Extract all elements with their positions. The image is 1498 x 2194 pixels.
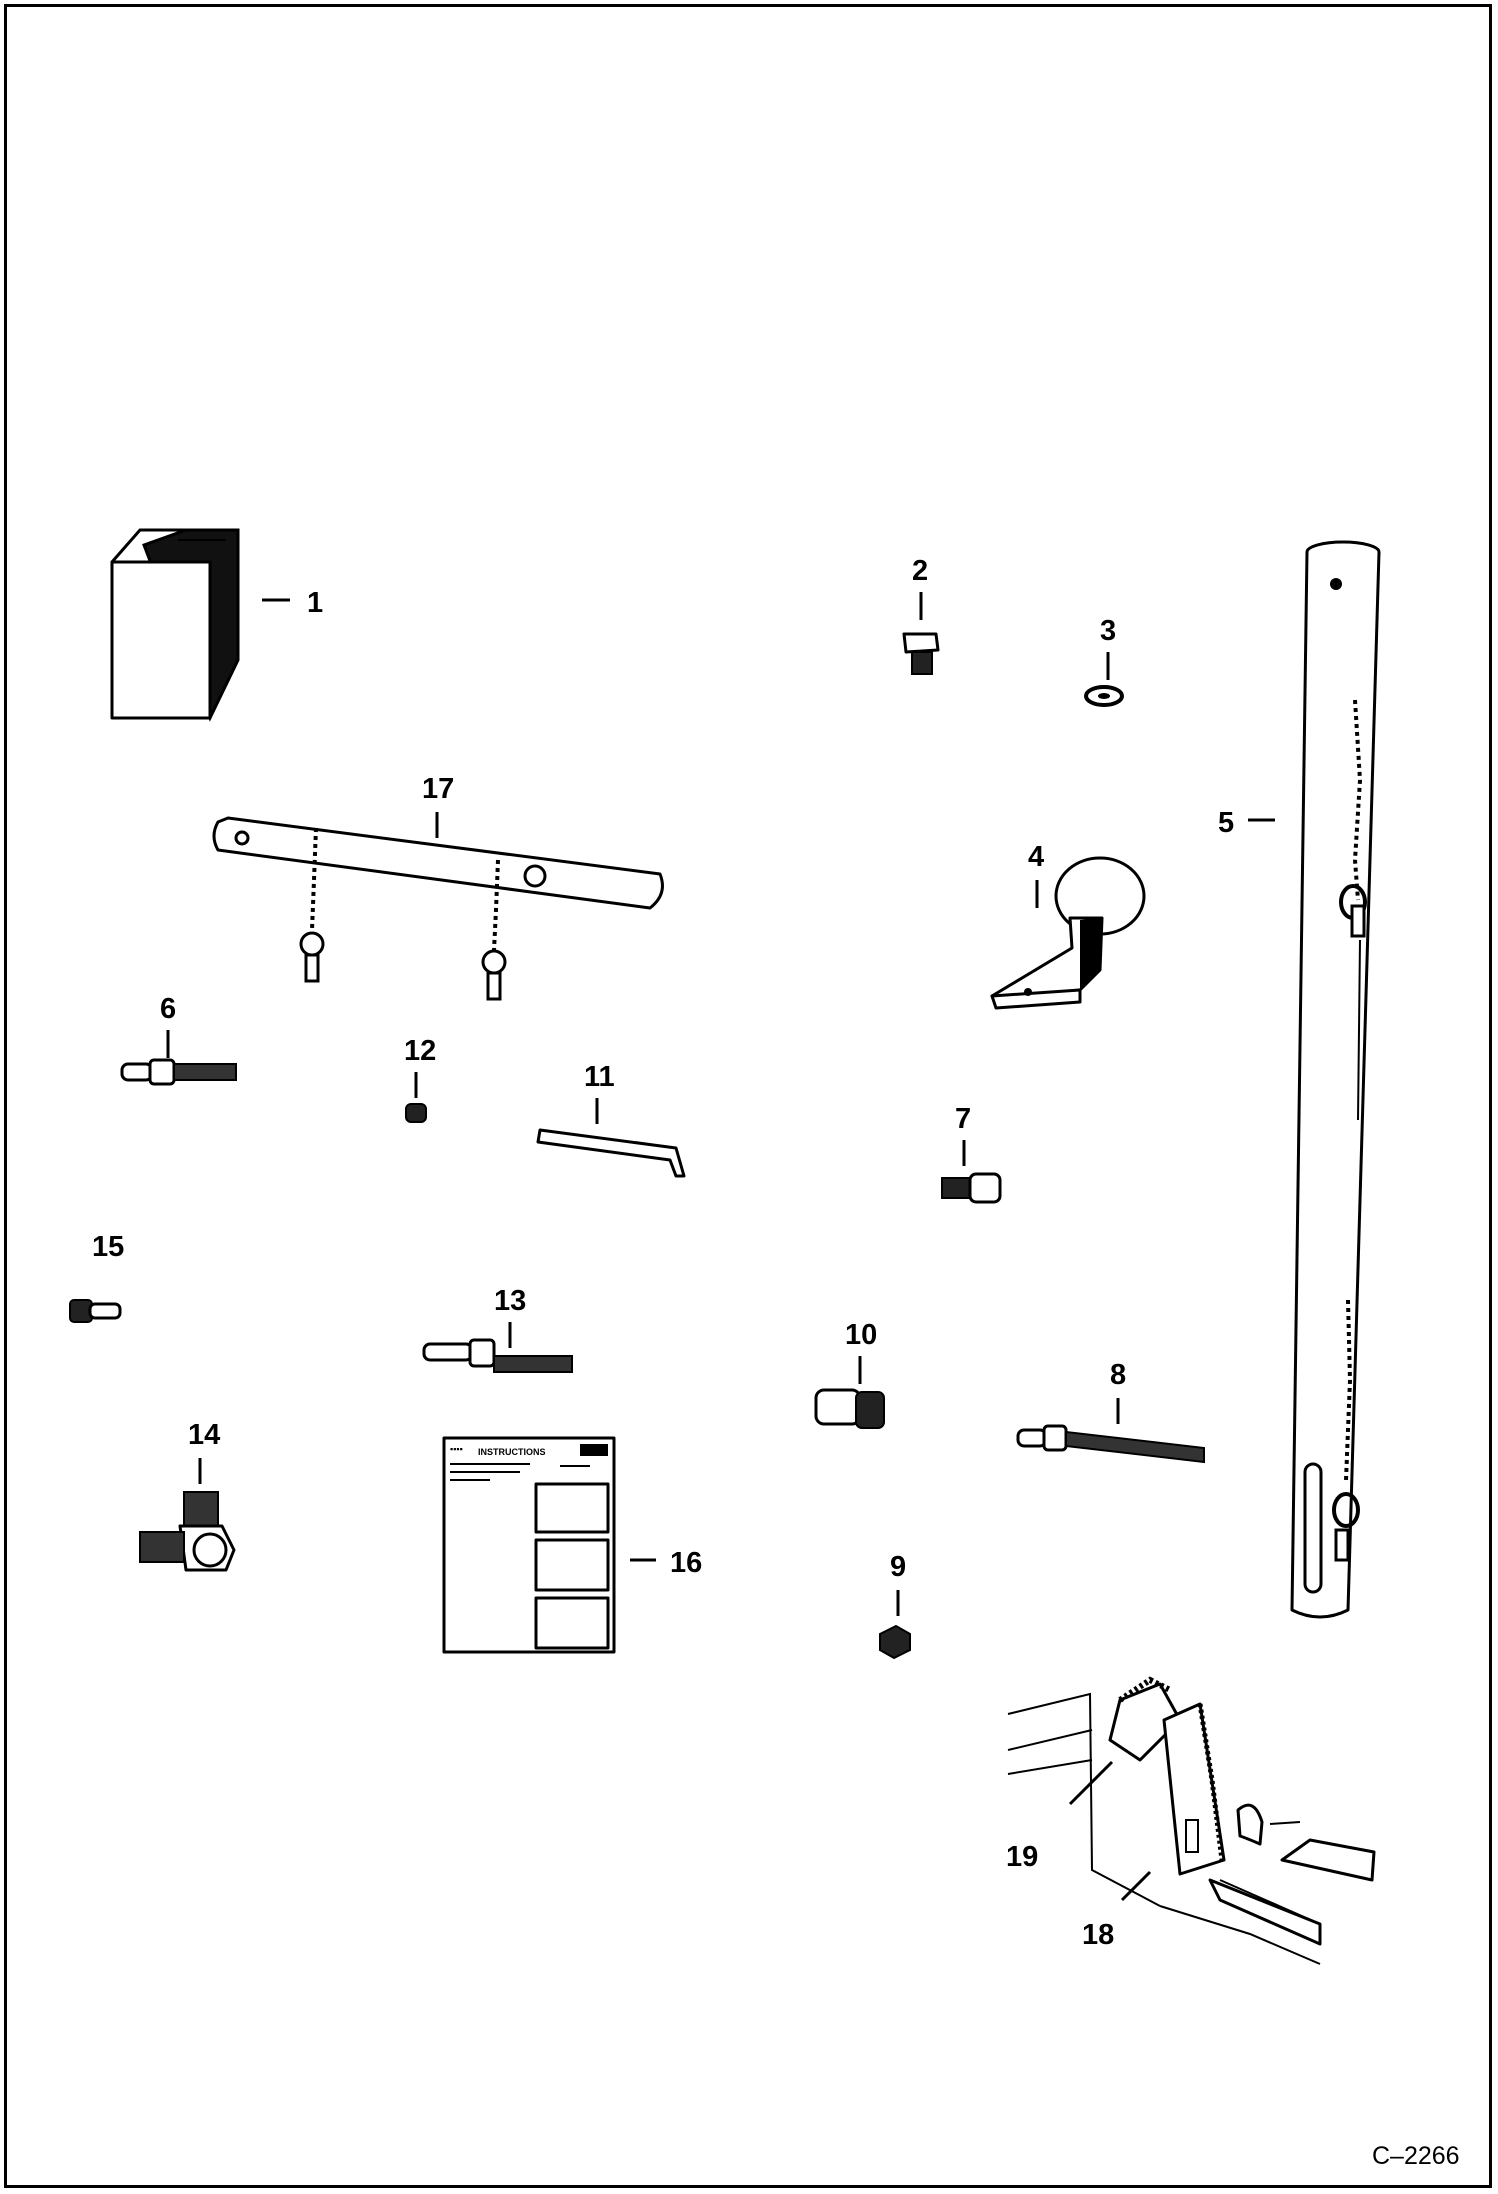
part-5-tube	[1290, 540, 1381, 1619]
callout-13: 13	[494, 1285, 526, 1317]
callout-17: 17	[422, 773, 454, 805]
part-1-box	[110, 528, 240, 722]
callout-15: 15	[92, 1231, 124, 1263]
callout-12: 12	[404, 1035, 436, 1067]
part-6-pin	[120, 1058, 237, 1086]
part-16-decal: ▪▪▪▪ INSTRUCTIONS	[442, 1436, 616, 1654]
installation-view	[1007, 1676, 1376, 1965]
figure-reference: C–2266	[1372, 2142, 1460, 2170]
part-13-pin	[422, 1338, 573, 1373]
callout-8: 8	[1110, 1359, 1126, 1391]
part-3-washer	[1084, 685, 1124, 707]
part-8-pin	[1016, 1424, 1205, 1464]
callout-6: 6	[160, 993, 176, 1025]
decal-heading: INSTRUCTIONS	[478, 1447, 546, 1457]
part-7-fitting	[941, 1172, 1002, 1204]
part-9-nut	[879, 1624, 911, 1660]
callout-16: 16	[670, 1547, 702, 1579]
part-14-elbow	[139, 1491, 236, 1572]
callout-5: 5	[1218, 807, 1234, 839]
callout-1: 1	[307, 587, 323, 619]
part-12-nut	[405, 1103, 427, 1123]
decal-heading-prefix: ▪▪▪▪	[450, 1444, 463, 1454]
callout-3: 3	[1100, 615, 1116, 647]
callout-7: 7	[955, 1103, 971, 1135]
leader-18	[1120, 1870, 1152, 1902]
part-10-coupler	[814, 1388, 885, 1429]
part-17-bar	[212, 816, 664, 1001]
part-15-pin	[69, 1299, 122, 1323]
callout-11: 11	[584, 1061, 615, 1093]
callout-4: 4	[1028, 841, 1044, 873]
leader-19	[1068, 1760, 1114, 1806]
part-2-bolt	[902, 632, 940, 675]
callout-9: 9	[890, 1551, 906, 1583]
callout-14: 14	[188, 1419, 220, 1451]
part-11-rod	[536, 1128, 686, 1178]
callout-10: 10	[845, 1319, 877, 1351]
callout-2: 2	[912, 555, 928, 587]
callout-18: 18	[1082, 1919, 1114, 1951]
part-4-bracket	[990, 856, 1146, 1010]
callout-19: 19	[1006, 1841, 1038, 1873]
